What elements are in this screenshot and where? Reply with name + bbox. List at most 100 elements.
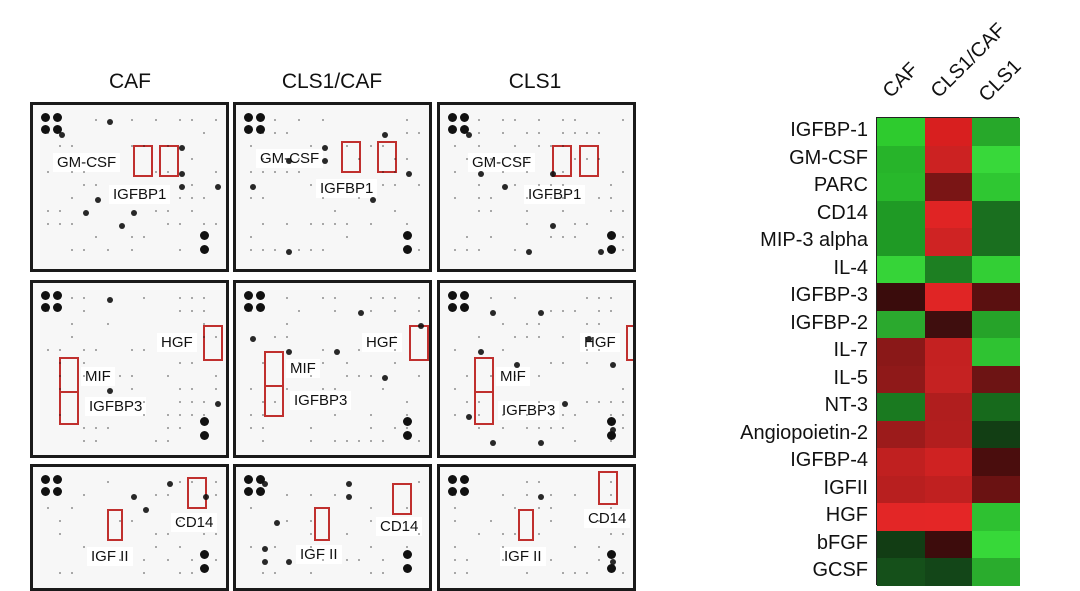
- array-spot: [59, 132, 65, 138]
- highlight-box: [409, 325, 429, 361]
- array-spot: [466, 572, 468, 574]
- array-spot: [586, 132, 588, 134]
- array-spot: [59, 145, 61, 147]
- array-spot: [622, 249, 624, 251]
- array-spot: [298, 119, 300, 121]
- array-spot: [550, 223, 556, 229]
- array-spot: [107, 297, 113, 303]
- heatmap-row-label: bFGF: [816, 531, 868, 554]
- reference-spot: [448, 303, 457, 312]
- array-spot: [334, 210, 336, 212]
- array-spot: [191, 210, 193, 212]
- highlight-box: [626, 325, 633, 361]
- reference-spot: [244, 303, 253, 312]
- array-spot: [478, 336, 480, 338]
- array-spot: [586, 362, 588, 364]
- highlight-box: [203, 325, 223, 361]
- heatmap-cell: [924, 365, 973, 394]
- array-spot: [382, 388, 384, 390]
- array-spot: [95, 427, 97, 429]
- array-spot: [191, 119, 193, 121]
- array-spot: [107, 375, 109, 377]
- array-spot: [203, 401, 205, 403]
- array-spot: [502, 158, 504, 160]
- array-spot: [83, 349, 85, 351]
- array-spot: [466, 236, 468, 238]
- array-spot: [358, 310, 364, 316]
- array-spot: [83, 297, 85, 299]
- array-spot: [586, 572, 588, 574]
- array-spot: [47, 223, 49, 225]
- array-spot: [598, 546, 600, 548]
- array-spot: [394, 210, 396, 212]
- array-spot: [191, 297, 193, 299]
- array-spot: [502, 349, 504, 351]
- array-spot: [478, 414, 480, 416]
- array-spot: [286, 323, 288, 325]
- array-spot: [370, 310, 372, 312]
- array-spot: [586, 158, 588, 160]
- heatmap-cell: [972, 475, 1021, 504]
- array-spot: [215, 401, 221, 407]
- array-spot: [262, 249, 264, 251]
- array-spot: [346, 440, 348, 442]
- array-spot: [538, 427, 540, 429]
- array-spot: [143, 414, 145, 416]
- heatmap-cell: [972, 393, 1021, 422]
- array-spot: [346, 481, 352, 487]
- array-spot: [370, 440, 372, 442]
- array-spot: [119, 375, 121, 377]
- label-igf-ii: IGF II: [500, 547, 546, 566]
- array-spot: [418, 184, 420, 186]
- array-spot: [514, 375, 516, 377]
- array-spot: [610, 414, 612, 416]
- array-spot: [167, 440, 169, 442]
- label-igfbp3: IGFBP3: [290, 391, 352, 410]
- array-spot: [334, 349, 340, 355]
- array-spot: [490, 375, 492, 377]
- highlight-box: [107, 509, 123, 541]
- array-spot: [526, 414, 528, 416]
- array-spot: [71, 572, 73, 574]
- array-spot: [502, 323, 504, 325]
- array-spot: [454, 171, 456, 173]
- reference-spot: [607, 564, 616, 573]
- array-spot: [502, 414, 504, 416]
- array-spot: [574, 414, 576, 416]
- array-spot: [322, 297, 324, 299]
- array-spot: [71, 323, 73, 325]
- array-spot: [286, 297, 288, 299]
- heatmap-cell: [924, 338, 973, 367]
- reference-spot: [53, 487, 62, 496]
- highlight-box: [133, 145, 153, 177]
- array-spot: [526, 210, 528, 212]
- array-spot: [490, 210, 492, 212]
- array-spot: [167, 210, 169, 212]
- array-spot: [179, 481, 181, 483]
- array-spot: [598, 297, 600, 299]
- heatmap-row-label: MIP-3 alpha: [760, 229, 868, 252]
- heatmap-row-label: IGFBP-3: [790, 284, 868, 307]
- array-spot: [286, 336, 288, 338]
- array-spot: [131, 210, 137, 216]
- array-spot: [370, 197, 376, 203]
- array-spot: [262, 171, 264, 173]
- reference-spot: [200, 550, 209, 559]
- array-spot: [454, 546, 456, 548]
- array-spot: [610, 184, 612, 186]
- array-spot: [406, 401, 408, 403]
- heatmap-cell: [877, 365, 926, 394]
- array-spot: [562, 171, 564, 173]
- array-panel-caf-row3: CD14 IGF II: [30, 464, 229, 591]
- array-spot: [382, 440, 384, 442]
- heatmap-column-label: CAF: [878, 58, 923, 103]
- heatmap-cell: [877, 503, 926, 532]
- array-spot: [107, 119, 113, 125]
- array-spot: [310, 145, 312, 147]
- array-spot: [215, 559, 217, 561]
- array-spot: [179, 249, 181, 251]
- array-spot: [394, 362, 396, 364]
- array-spot: [310, 546, 312, 548]
- array-spot: [586, 336, 592, 342]
- array-spot: [191, 401, 193, 403]
